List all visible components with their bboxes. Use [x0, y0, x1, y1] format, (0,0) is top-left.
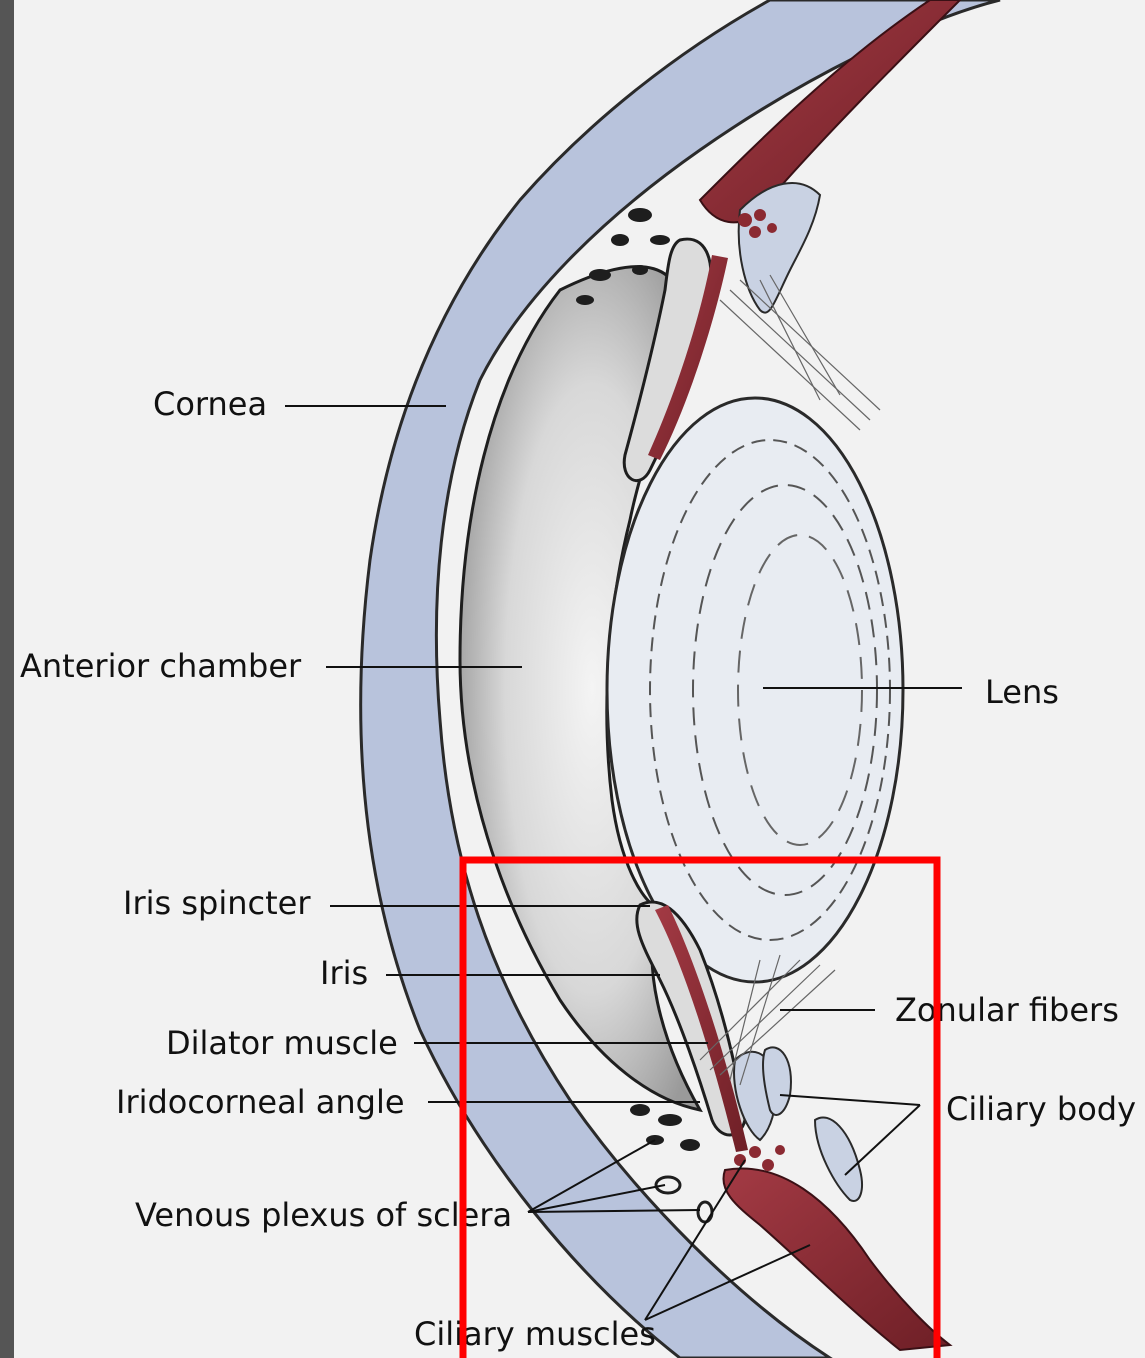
label-lens: Lens [985, 673, 1059, 711]
label-dilator-muscle: Dilator muscle [166, 1024, 398, 1062]
label-iris: Iris [320, 954, 368, 992]
lower-ciliary-body-outer [815, 1117, 862, 1201]
label-iridocorneal-angle: Iridocorneal angle [116, 1083, 405, 1121]
label-zonular-fibers: Zonular fibers [895, 991, 1119, 1029]
lens-shape [607, 398, 903, 982]
label-venous-plexus: Venous plexus of sclera [135, 1196, 512, 1234]
label-cornea: Cornea [153, 385, 267, 423]
label-anterior-chamber: Anterior chamber [20, 647, 302, 685]
label-iris-sphincter: Iris spincter [123, 884, 311, 922]
upper-ciliary-body [739, 183, 820, 313]
label-ciliary-body: Ciliary body [946, 1090, 1136, 1128]
label-ciliary-muscles: Ciliary muscles [414, 1315, 656, 1353]
